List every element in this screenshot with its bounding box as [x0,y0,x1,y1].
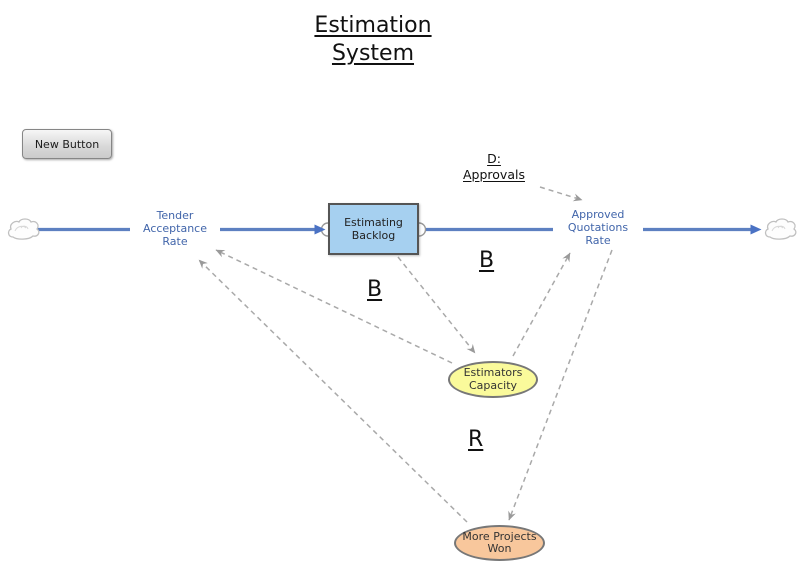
link-estimators-to-tender [215,249,453,364]
delay-label-line1: D: [487,151,501,166]
stock-estimating-backlog[interactable]: Estimating Backlog [328,203,419,255]
more-projects-won-line1: More Projects [462,529,537,543]
approved-rate-line3: Rate [585,234,611,247]
diagram-title-line1: Estimation [314,13,432,38]
approved-rate-line1: Approved [571,208,625,221]
link-approved-to-projects [508,249,613,521]
flow-approved-quotations-rate[interactable]: Approved Quotations Rate [553,208,643,247]
new-button[interactable]: New Button [22,129,112,159]
aux-estimators-capacity[interactable]: Estimators Capacity [448,361,538,398]
approved-rate-line2: Quotations [567,221,629,234]
link-projects-to-tender [198,259,468,523]
link-estimators-to-approved [512,252,571,357]
link-delay-to-approved [539,186,583,202]
cloud-icon [7,218,40,240]
flow-tender-acceptance-rate[interactable]: Tender Acceptance Rate [130,209,220,248]
stock-label-line2: Backlog [351,229,396,242]
cloud-icon [764,218,797,240]
new-button-label: New Button [34,137,100,151]
diagram-title: Estimation System [283,12,463,68]
estimators-capacity-line1: Estimators [463,366,523,379]
more-projects-won-line2: Won [487,542,512,555]
loop-label-balancing-left[interactable]: B [367,277,383,302]
tender-rate-line3: Rate [162,235,188,248]
estimators-capacity-line2: Capacity [468,378,518,392]
aux-more-projects-won[interactable]: More Projects Won [454,525,545,561]
tender-rate-line1: Tender [156,209,194,222]
delay-label-line2: Approvals [463,167,525,182]
tender-rate-line2: Acceptance [142,222,208,235]
stock-label-line1: Estimating [344,216,403,229]
link-backlog-to-estimators [397,256,476,354]
delay-approvals-label[interactable]: D: Approvals [449,151,539,183]
loop-label-balancing-right[interactable]: B [479,248,495,273]
diagram-title-line2: System [331,41,415,66]
loop-label-reinforcing[interactable]: R [468,427,484,452]
